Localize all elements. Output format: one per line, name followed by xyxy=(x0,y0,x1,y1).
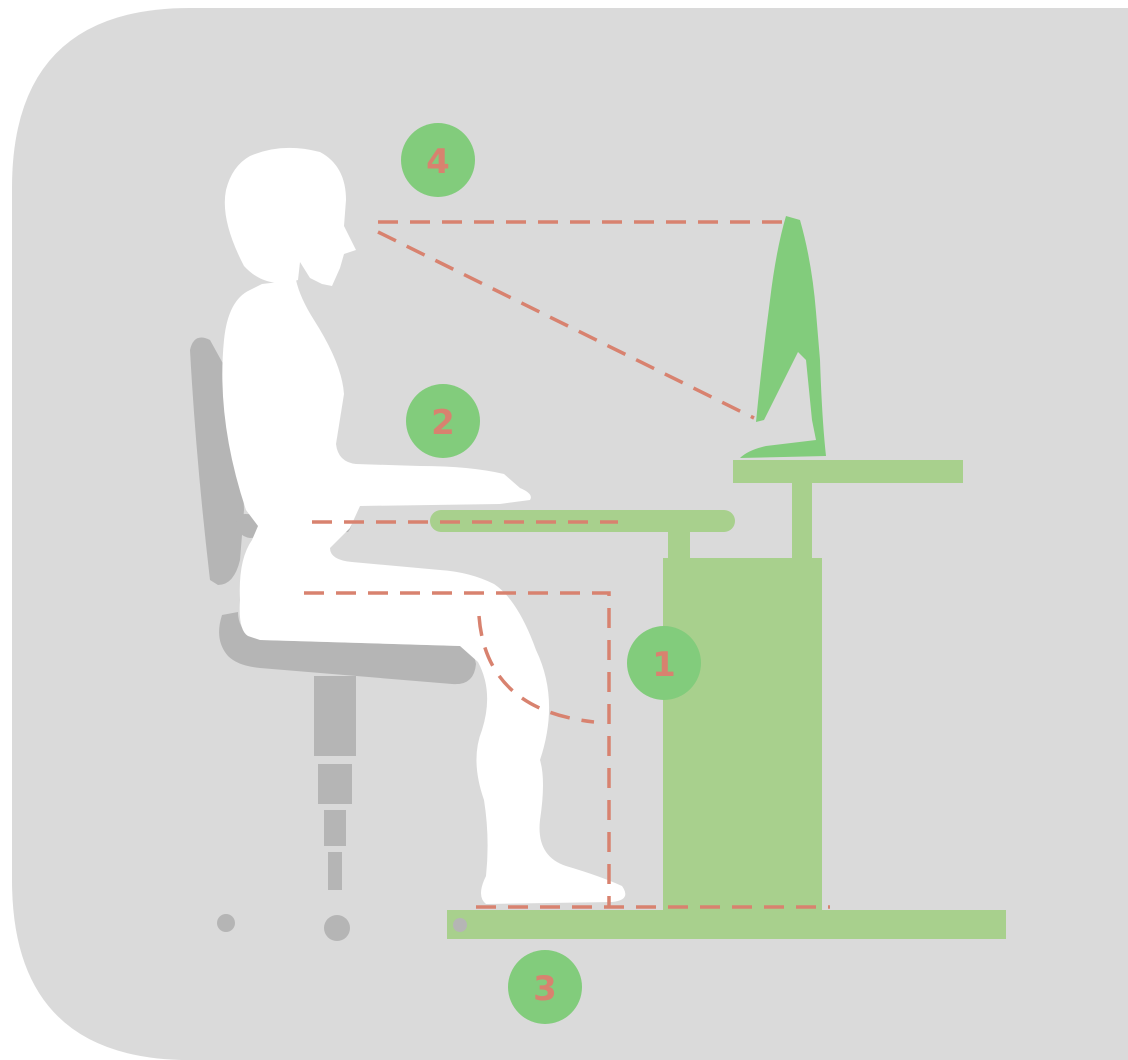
badge-3: 3 xyxy=(508,950,582,1024)
badge-label: 2 xyxy=(431,403,455,443)
badge-2: 2 xyxy=(406,384,480,458)
chair-wheel xyxy=(217,914,235,932)
floor-platform xyxy=(447,910,1006,939)
desk-pedestal xyxy=(663,558,822,910)
badge-label: 4 xyxy=(426,142,450,182)
badge-label: 1 xyxy=(652,645,676,685)
chair-column-middle xyxy=(318,764,352,804)
monitor-shelf xyxy=(733,460,963,483)
person-head xyxy=(225,148,356,286)
platform-bolt xyxy=(453,918,467,932)
chair-column-upper xyxy=(314,676,356,756)
badge-1: 1 xyxy=(627,626,701,700)
chair-wheel xyxy=(324,915,350,941)
keyboard-tray-support xyxy=(668,530,690,562)
badge-4: 4 xyxy=(401,123,475,197)
chair-column-lower xyxy=(324,810,346,846)
chair-column-base xyxy=(328,852,342,890)
badge-label: 3 xyxy=(533,969,557,1009)
monitor-shelf-post xyxy=(792,480,812,560)
